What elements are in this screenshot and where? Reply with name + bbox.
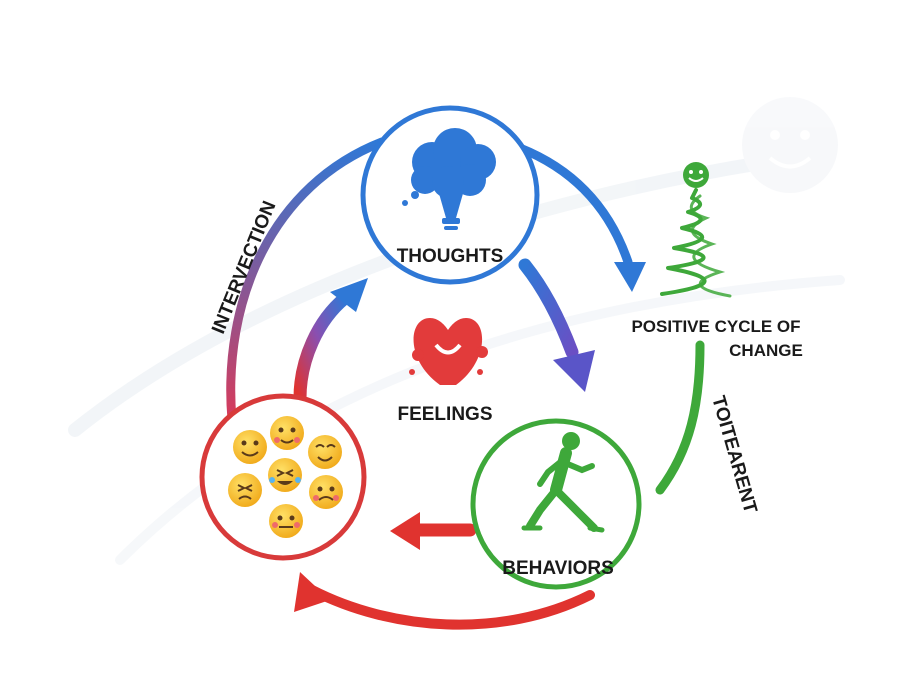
emoji-face-icon [228, 416, 343, 538]
emoji-neutral [269, 504, 303, 538]
arrow-inner-diagonal [518, 258, 595, 392]
arc-right-green [655, 340, 705, 495]
node-thoughts: THOUGHTS [360, 105, 540, 285]
heart-icon [409, 318, 488, 385]
cloud-head-icon [402, 128, 496, 230]
emoji-laugh-cry [268, 458, 302, 492]
arrowhead-top-right [614, 262, 646, 292]
arc-left-outer [226, 137, 387, 425]
emoji-sad [309, 475, 343, 509]
emoji-smile [233, 430, 267, 464]
arrowhead-bottom-left [294, 572, 330, 612]
behaviors-label: BEHAVIORS [502, 558, 614, 579]
positive-cycle-label: POSITIVE CYCLE OF CHANGE [631, 317, 802, 360]
arrowhead-inner-left [390, 512, 420, 550]
feelings-center: FEELINGS [397, 318, 493, 425]
spring-smiley-icon [660, 162, 732, 298]
positive-cycle-line1: POSITIVE CYCLE OF [631, 317, 800, 336]
walking-person-icon [521, 432, 605, 533]
arc-top-blue [515, 143, 646, 292]
arrowhead-inner-down [553, 350, 595, 392]
thoughts-label: THOUGHTS [397, 246, 504, 267]
emoji-happy [308, 435, 342, 469]
feelings-label: FEELINGS [397, 404, 492, 425]
node-behaviors: BEHAVIORS [470, 418, 642, 590]
arrowhead-inner-up [330, 278, 368, 312]
treatment-arc-label: TOITEARENT [707, 394, 761, 517]
emoji-tired [228, 473, 262, 507]
emoji-blush [270, 416, 304, 450]
positive-cycle-line2: CHANGE [729, 341, 803, 360]
arrow-inner-bottom [390, 512, 477, 550]
arrow-inner-left [293, 278, 368, 405]
node-emotions [199, 393, 367, 561]
arc-bottom-red [294, 572, 595, 630]
